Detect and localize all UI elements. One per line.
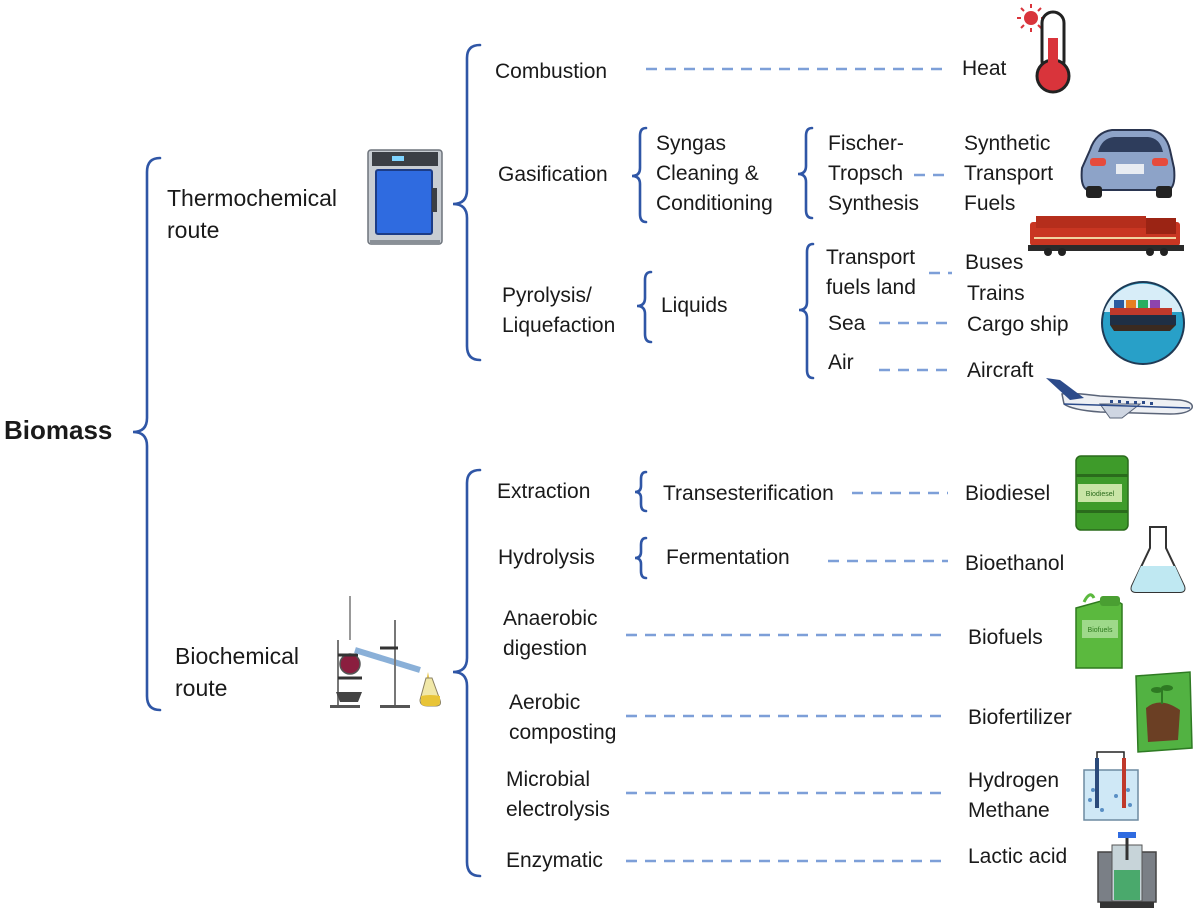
brace-pyrolysis [636, 270, 653, 344]
barrel-icon: Biodiesel [1075, 455, 1129, 531]
bioethanol: Bioethanol [965, 552, 1065, 575]
fertilizer-bag-icon [1135, 671, 1193, 753]
fischer-tropsch: Fischer-Tropsch Synthesis [828, 132, 920, 215]
transesterification: Transesterification [663, 482, 834, 505]
jerrycan-label: Biofuels [1088, 627, 1113, 634]
cargo-ship: Cargo ship [967, 313, 1069, 336]
root-label: Biomass [4, 415, 113, 445]
jerrycan-icon: Biofuels [1075, 593, 1123, 669]
anaerobic-digestion: Anaerobic digestion [503, 607, 598, 660]
trains: Trains [967, 282, 1025, 305]
thermometer-icon [1017, 4, 1071, 94]
syngas: Syngas Cleaning & Conditioning [656, 132, 773, 215]
gasification: Gasification [498, 163, 608, 186]
bioreactor-icon [1097, 832, 1157, 908]
route-biochemical: Biochemical route [175, 643, 299, 701]
aerobic-composting: Aerobic composting [509, 691, 617, 744]
oven-icon [367, 149, 443, 245]
car-icon [1080, 129, 1176, 198]
hydrolysis: Hydrolysis [498, 546, 595, 569]
methane: Methane [968, 799, 1050, 822]
heat: Heat [962, 57, 1007, 80]
hydrogen: Hydrogen [968, 769, 1060, 792]
aircraft: Aircraft [967, 359, 1034, 382]
biofuels: Biofuels [968, 626, 1043, 649]
pyrolysis: Pyrolysis/ Liquefaction [502, 284, 616, 337]
brace-liquids [798, 242, 815, 380]
microbial-electrolysis: Microbial electrolysis [506, 768, 610, 821]
barrel-label: Biodiesel [1086, 491, 1115, 498]
electrolysis-cell-icon [1083, 751, 1139, 821]
fermentation: Fermentation [666, 546, 790, 569]
buses: Buses [965, 251, 1024, 274]
biofertilizer: Biofertilizer [968, 706, 1072, 729]
brace-syngas [797, 126, 814, 220]
flask-icon [1130, 526, 1186, 593]
enzymatic: Enzymatic [506, 849, 603, 872]
lactic-acid: Lactic acid [968, 845, 1068, 868]
brace-biomass [132, 156, 162, 712]
extraction: Extraction [497, 480, 591, 503]
distillation-icon [330, 596, 441, 708]
liquids: Liquids [661, 294, 728, 317]
brace-biochemical [452, 468, 482, 878]
air: Air [828, 351, 854, 374]
combustion: Combustion [495, 60, 608, 83]
brace-extraction [634, 470, 648, 513]
cargo-ship-icon [1101, 281, 1185, 365]
synthetic-fuels: Synthetic Transport Fuels [964, 132, 1054, 215]
brace-gasification [631, 126, 648, 224]
brace-hydrolysis [634, 536, 648, 580]
train-icon [1028, 216, 1184, 256]
transport-fuels-land: Transport fuels land [826, 246, 916, 299]
route-thermochemical: Thermochemical route [167, 185, 337, 243]
aircraft-icon [1046, 378, 1193, 419]
sea: Sea [828, 312, 866, 335]
biodiesel: Biodiesel [965, 482, 1051, 505]
brace-thermochemical [452, 43, 482, 362]
